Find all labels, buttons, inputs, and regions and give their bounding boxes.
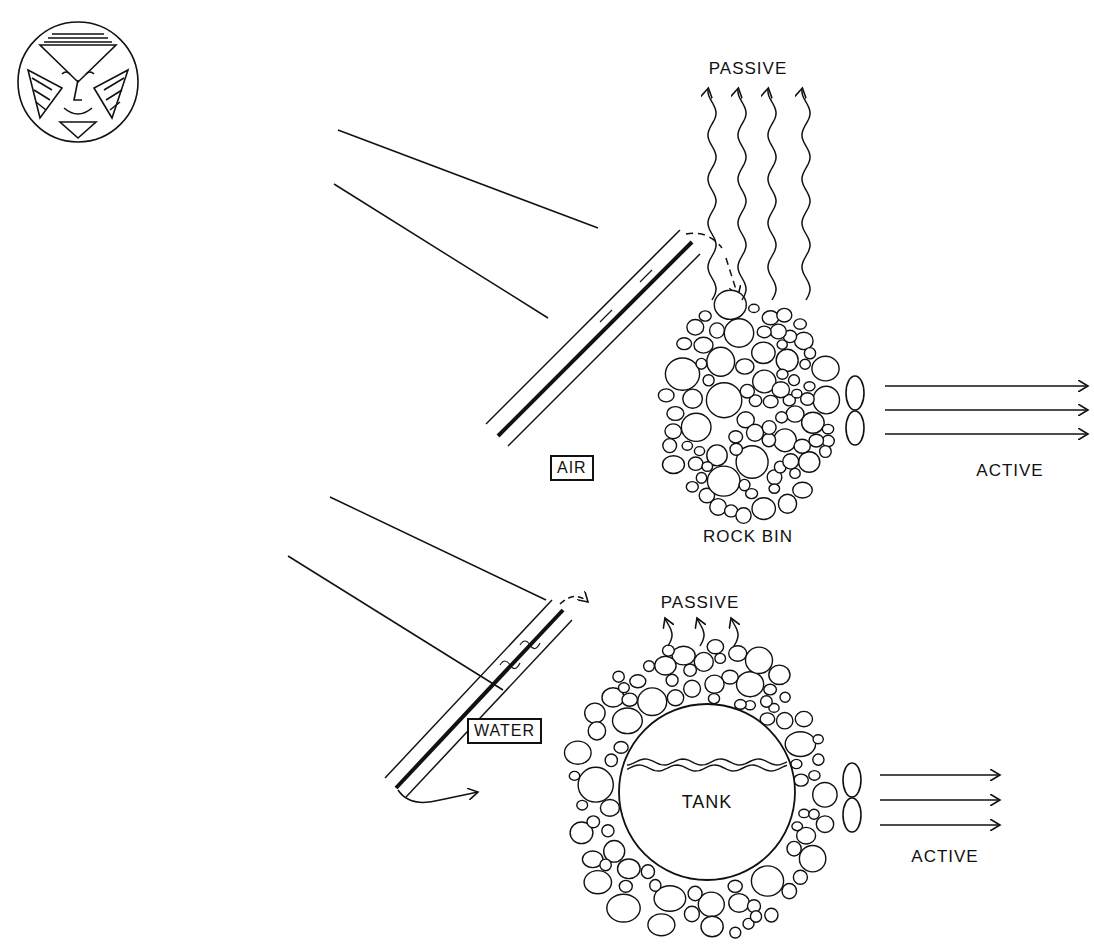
sun (18, 22, 138, 142)
active-arrows (880, 386, 1088, 825)
node-text: AIR (557, 459, 587, 476)
air-box: AIR (550, 455, 594, 481)
heat-arrows (665, 88, 810, 646)
active-label: ACTIVE (976, 462, 1043, 479)
node-text: WATER (474, 722, 535, 739)
tank-circle: TANK (617, 702, 797, 882)
node-text: TANK (682, 792, 733, 813)
passive-label: PASSIVE (661, 594, 740, 611)
active-label: ACTIVE (911, 848, 978, 865)
water-box: WATER (467, 718, 542, 744)
passive-label: PASSIVE (709, 60, 788, 77)
fans (843, 376, 864, 832)
rock-bin-label: ROCK BIN (703, 528, 793, 545)
sun-rays (288, 130, 598, 690)
rocks (565, 290, 840, 938)
